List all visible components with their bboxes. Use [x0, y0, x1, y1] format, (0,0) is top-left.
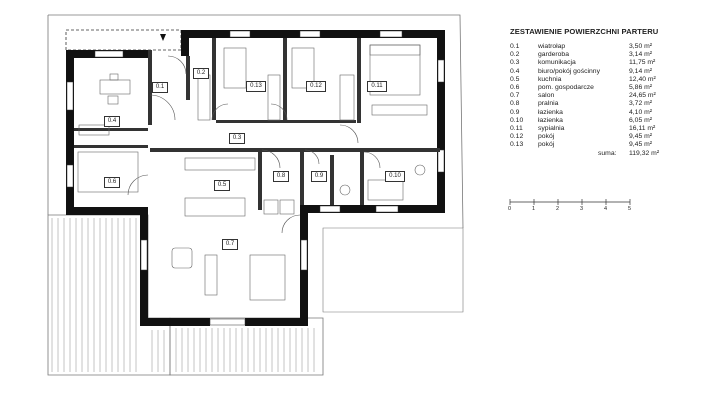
room-area: 24,65 m² [629, 92, 656, 100]
room-tag-0.11: 0.11 [367, 81, 387, 92]
room-number: 0.9 [510, 108, 520, 116]
room-name: kuchnia [538, 75, 562, 83]
room-area: 16,11 m² [629, 125, 656, 132]
room-number: 0.5 [510, 75, 520, 83]
terrace-deck-right [322, 227, 464, 313]
room-name: sypialnia [538, 125, 565, 132]
room-area: 3,14 m² [629, 51, 653, 59]
plot-outline [180, 14, 464, 229]
room-tag-0.7: 0.7 [222, 239, 238, 250]
room-number: 0.4 [510, 67, 520, 75]
room-number: 0.12 [510, 133, 524, 141]
entrance-arrow-icon [160, 34, 166, 41]
room-number: 0.7 [510, 92, 520, 100]
terrace-deck-left [47, 214, 171, 376]
scale-number: 3 [580, 206, 584, 212]
legend-title: ZESTAWIENIE POWIERZCHNI PARTERU [510, 27, 659, 36]
sum-value: 119,32 m² [629, 150, 660, 157]
door-swings [127, 55, 381, 234]
room-name: salon [538, 92, 555, 100]
room-tag-0.4: 0.4 [104, 116, 120, 127]
room-number: 0.13 [510, 141, 524, 149]
room-name: pom. gospodarcze [538, 84, 594, 91]
sum-label: suma: [598, 150, 617, 157]
internal-walls [74, 38, 440, 210]
room-area: 9,14 m² [629, 67, 653, 75]
room-name: łazienka [538, 116, 563, 124]
room-number: 0.1 [510, 43, 520, 50]
terrace-deck-bottom [151, 317, 324, 376]
room-area: 12,40 m² [629, 75, 656, 83]
room-area: 3,72 m² [629, 100, 653, 108]
room-number: 0.11 [510, 125, 523, 132]
room-tag-0.6: 0.6 [104, 177, 120, 188]
room-name: pokój [538, 141, 555, 149]
room-area: 11,75 m² [629, 59, 656, 67]
room-area: 9,45 m² [629, 141, 653, 149]
room-tag-0.12: 0.12 [306, 81, 326, 92]
room-number: 0.10 [510, 116, 524, 124]
scale-bar [509, 199, 631, 205]
room-number: 0.8 [510, 100, 520, 108]
room-area: 4,10 m² [629, 108, 653, 116]
scale-number: 0 [508, 206, 512, 212]
windows [66, 30, 445, 326]
room-name: biuro/pokój gościnny [538, 67, 600, 75]
room-tag-0.2: 0.2 [193, 68, 209, 79]
room-area: 9,45 m² [629, 133, 653, 141]
room-tag-0.5: 0.5 [214, 180, 230, 191]
room-tag-0.10: 0.10 [385, 171, 405, 182]
room-number: 0.2 [510, 51, 520, 59]
room-tag-0.1: 0.1 [152, 82, 168, 93]
room-tag-0.9: 0.9 [311, 171, 327, 182]
room-tag-0.13: 0.13 [246, 81, 266, 92]
room-name: pralnia [538, 100, 559, 108]
room-name: komunikacja [538, 59, 576, 67]
scale-number: 5 [628, 206, 632, 212]
porch-dashed [65, 29, 182, 51]
scale-number: 1 [532, 206, 536, 212]
room-area: 3,50 m² [629, 43, 653, 50]
scale-number: 4 [604, 206, 608, 212]
scale-number: 2 [556, 206, 560, 212]
room-name: garderoba [538, 51, 569, 59]
furniture [77, 44, 428, 301]
room-tag-0.3: 0.3 [229, 133, 245, 144]
room-tag-0.8: 0.8 [273, 171, 289, 182]
room-number: 0.3 [510, 59, 520, 67]
room-name: pokój [538, 133, 555, 141]
room-name: wiatrołap [538, 43, 566, 50]
room-area: 5,86 m² [629, 84, 653, 91]
room-area: 6,05 m² [629, 116, 653, 124]
room-number: 0.6 [510, 84, 520, 91]
room-name: łazienka [538, 108, 563, 116]
